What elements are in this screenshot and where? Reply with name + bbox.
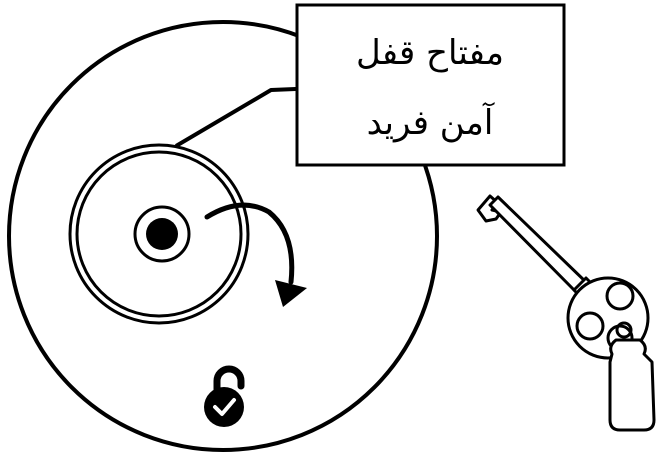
rotate-clockwise-arrow-icon: [207, 205, 307, 307]
unlocked-padlock-check-icon: [204, 369, 244, 427]
skeleton-key-with-tag-icon: [478, 196, 654, 430]
callout-line-1: مفتاح قفل: [356, 33, 504, 73]
center-spindle-dot: [146, 218, 178, 250]
callout-line-2: آمن فريد: [367, 102, 495, 143]
